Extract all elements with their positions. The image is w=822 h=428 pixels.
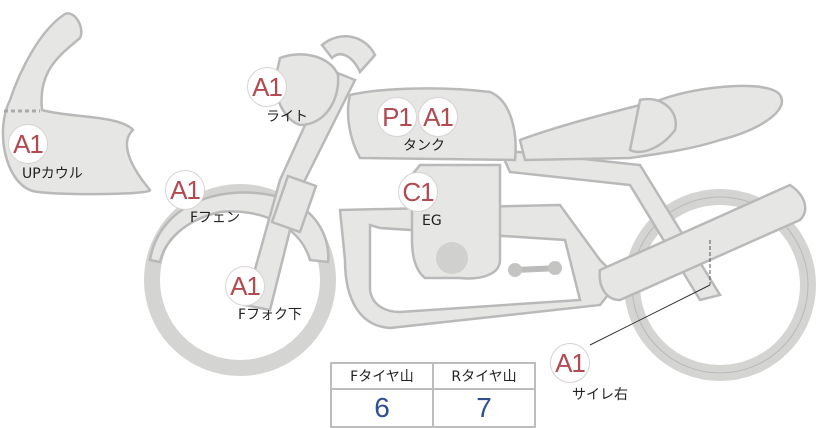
muffler-shape[interactable] xyxy=(598,183,807,302)
footpeg-left xyxy=(508,263,522,277)
muffler-damage-code: A1 xyxy=(550,343,590,383)
footpeg-right xyxy=(548,261,562,275)
front-tire-header: Fタイヤ山 xyxy=(330,362,434,390)
tire-value-row: 6 7 xyxy=(330,388,536,428)
engine-cover xyxy=(436,242,468,274)
upper-cowl-damage-code: A1 xyxy=(8,124,48,164)
front-fender-label: Fフェン xyxy=(190,210,241,226)
fork-bracket-shape[interactable] xyxy=(270,174,318,234)
engine-damage-code: C1 xyxy=(398,172,438,212)
rear-tire-value: 7 xyxy=(432,388,536,428)
front-fender-damage-code: A1 xyxy=(165,170,205,210)
tire-header-row: Fタイヤ山 Rタイヤ山 xyxy=(330,362,536,390)
tank-label: タンク xyxy=(403,138,445,154)
muffler-leader-line xyxy=(589,284,711,346)
tire-tread-table: Fタイヤ山 Rタイヤ山 6 7 xyxy=(330,362,536,428)
light-label: ライト xyxy=(266,109,308,125)
handlebar-shape[interactable] xyxy=(320,35,377,75)
rear-cover-shape[interactable] xyxy=(628,97,678,154)
swingarm-shape[interactable] xyxy=(497,148,722,302)
muffler-label: サイレ右 xyxy=(572,387,628,403)
rear-tire-header: Rタイヤ山 xyxy=(432,362,536,390)
front-fork-damage-code: A1 xyxy=(225,266,265,306)
tank-damage-code-p: P1 xyxy=(377,97,417,137)
upper-cowl-label: UPカウル xyxy=(22,166,83,182)
tank-damage-code-a: A1 xyxy=(418,97,458,137)
engine-label: EG xyxy=(422,213,442,229)
front-tire-value: 6 xyxy=(330,388,434,428)
headlight-shape[interactable] xyxy=(273,53,340,127)
front-fork-label: Fフォク下 xyxy=(238,307,303,323)
light-damage-code: A1 xyxy=(247,67,287,107)
